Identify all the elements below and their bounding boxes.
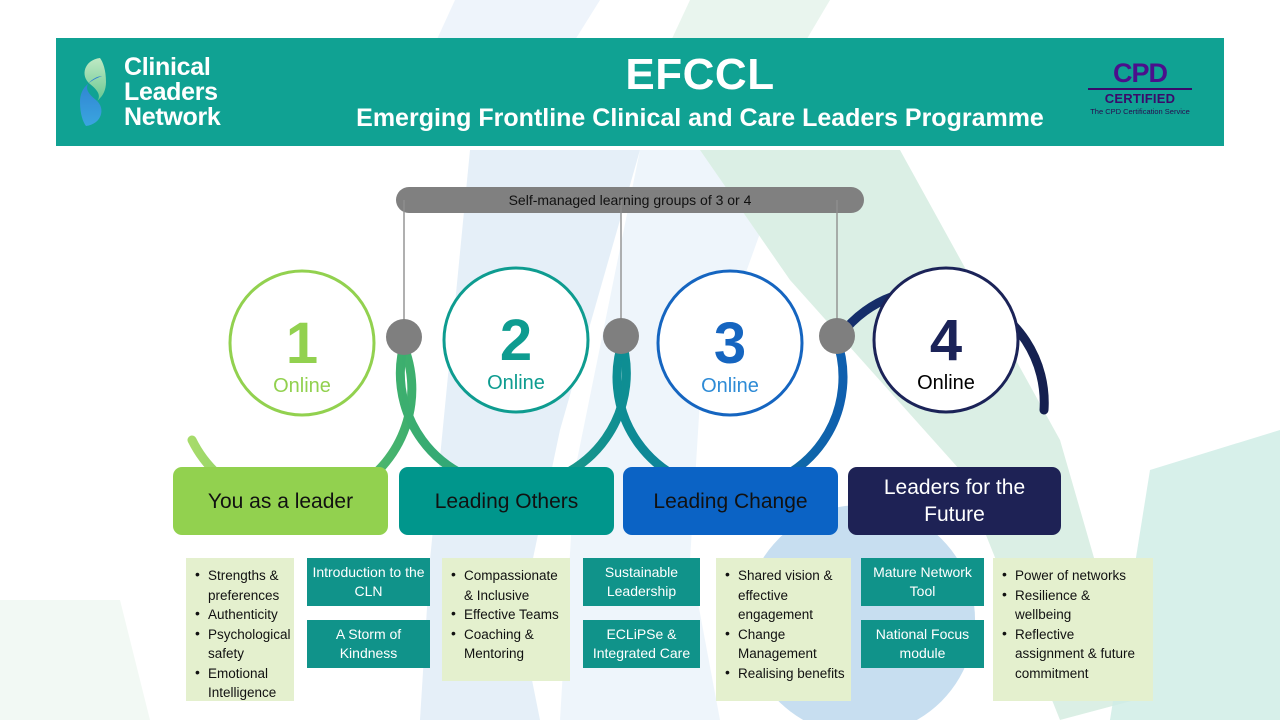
stage-mode-2: Online bbox=[487, 372, 545, 394]
list-item: Shared vision & effective engagement bbox=[725, 565, 845, 625]
stage-mode-3: Online bbox=[701, 375, 759, 397]
connector-dot-3 bbox=[819, 318, 855, 354]
module-chip-2-1[interactable]: Sustainable Leadership bbox=[583, 558, 700, 606]
cln-ribbon-mark-icon bbox=[80, 58, 106, 126]
stage-mode-4: Online bbox=[917, 372, 975, 394]
module-title-bar-2[interactable]: Leading Others bbox=[399, 467, 614, 535]
connector-dot-2 bbox=[603, 318, 639, 354]
module-bullets-1: Strengths & preferences Authenticity Psy… bbox=[186, 558, 294, 701]
module-title-3: Leading Change bbox=[653, 489, 808, 513]
header-titles: EFCCL Emerging Frontline Clinical and Ca… bbox=[326, 38, 1074, 146]
list-item: Emotional Intelligence bbox=[195, 663, 288, 703]
page-subtitle: Emerging Frontline Clinical and Care Lea… bbox=[356, 104, 1044, 132]
stage-ring-1 bbox=[228, 269, 376, 417]
list-item: Strengths & preferences bbox=[195, 565, 288, 605]
cpd-certified-label: CERTIFIED bbox=[1088, 88, 1192, 106]
list-item: Reflective assignment & future commitmen… bbox=[1002, 624, 1147, 684]
module-title-bar-4[interactable]: Leaders for the Future bbox=[848, 467, 1061, 535]
stage-number-2: 2 bbox=[500, 308, 532, 373]
header-band: Clinical Leaders Network EFCCL Emerging … bbox=[56, 38, 1224, 146]
list-item: Realising benefits bbox=[725, 663, 845, 684]
module-chip-1-1[interactable]: Introduction to the CLN bbox=[307, 558, 430, 606]
list-item: Change Management bbox=[725, 624, 845, 664]
module-title-2: Leading Others bbox=[434, 489, 579, 513]
connector-dot-1 bbox=[386, 319, 422, 355]
list-item: Compassionate & Inclusive bbox=[451, 565, 564, 605]
list-item: Authenticity bbox=[195, 604, 288, 625]
stage-ring-2 bbox=[442, 266, 590, 414]
module-chip-2-2[interactable]: ECLiPSe & Integrated Care bbox=[583, 620, 700, 668]
stage-number-4: 4 bbox=[930, 308, 962, 373]
list-item: Psychological safety bbox=[195, 624, 291, 664]
stage-number-1: 1 bbox=[286, 311, 318, 376]
stage-ring-3 bbox=[656, 269, 804, 417]
self-managed-groups-banner: Self-managed learning groups of 3 or 4 bbox=[396, 187, 864, 213]
module-chip-3-2[interactable]: National Focus module bbox=[861, 620, 984, 668]
module-bullets-3: Shared vision & effective engagement Cha… bbox=[716, 558, 851, 701]
stage-number-3: 3 bbox=[714, 311, 746, 376]
list-item: Coaching & Mentoring bbox=[451, 624, 564, 664]
module-bullets-2: Compassionate & Inclusive Effective Team… bbox=[442, 558, 570, 681]
stage-arc-3 bbox=[612, 333, 848, 480]
stages-diagram: 1 Online 2 Online 3 Online 4 Online bbox=[187, 200, 1049, 480]
bg-shape-green-left bbox=[0, 600, 150, 720]
module-chip-1-2[interactable]: A Storm of Kindness bbox=[307, 620, 430, 668]
stage-mode-1: Online bbox=[273, 375, 331, 397]
cln-logo: Clinical Leaders Network bbox=[70, 44, 310, 140]
list-item: Effective Teams bbox=[451, 604, 564, 625]
module-bullets-4: Power of networks Resilience & wellbeing… bbox=[993, 558, 1153, 701]
list-item: Power of networks bbox=[1002, 565, 1147, 586]
module-title-bar-3[interactable]: Leading Change bbox=[623, 467, 838, 535]
page-title: EFCCL bbox=[625, 50, 775, 99]
cpd-letters: CPD bbox=[1112, 58, 1168, 88]
cln-wordmark: Clinical Leaders Network bbox=[124, 52, 221, 131]
module-chip-3-1[interactable]: Mature Network Tool bbox=[861, 558, 984, 606]
module-title-4: Leaders for the Future bbox=[883, 476, 1026, 526]
list-item: Resilience & wellbeing bbox=[1002, 585, 1147, 625]
cpd-service-label: The CPD Certification Service bbox=[1090, 107, 1190, 116]
stage-ring-4 bbox=[872, 266, 1020, 414]
module-title-1: You as a leader bbox=[207, 489, 354, 513]
cpd-certified-logo: CPD CERTIFIED The CPD Certification Serv… bbox=[1088, 60, 1192, 126]
stage-arc-1 bbox=[187, 333, 417, 480]
module-title-bar-1[interactable]: You as a leader bbox=[173, 467, 388, 535]
